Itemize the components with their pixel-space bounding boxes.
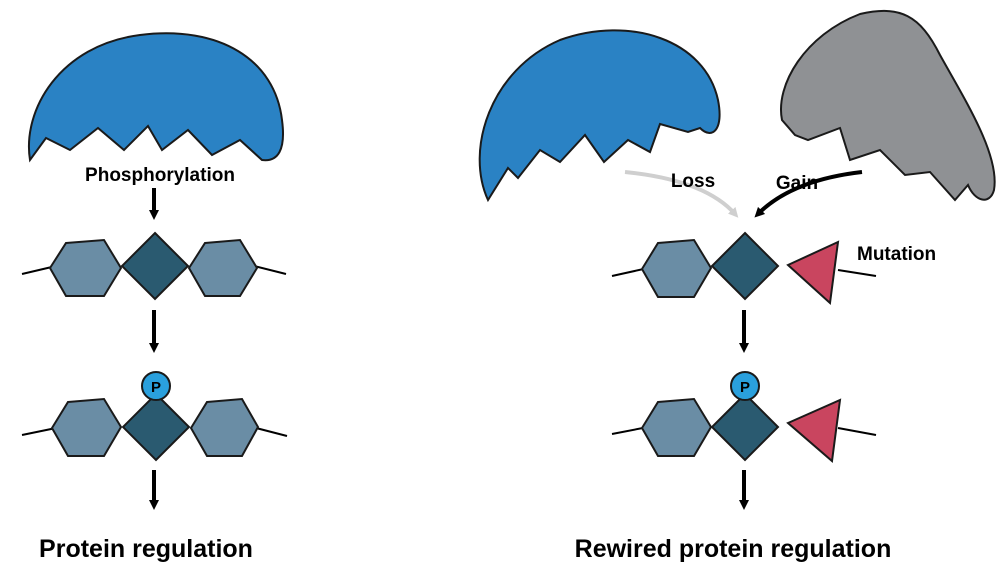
gain-arrow	[754, 170, 863, 218]
phospho-site-diamond	[710, 392, 780, 462]
kinase-blue-left	[28, 32, 284, 163]
outcome-label-left: Protein regulation	[39, 535, 253, 563]
loss-label: Loss	[671, 171, 715, 192]
mutation-triangle	[786, 240, 840, 306]
backbone-line	[255, 427, 288, 437]
residue-hexagon	[48, 238, 123, 297]
loss-arrow	[624, 170, 739, 218]
phospho-site-diamond	[120, 231, 190, 301]
phosphate-label: P	[151, 379, 161, 396]
phosphorylation-label: Phosphorylation	[85, 165, 235, 186]
backbone-line	[837, 427, 877, 436]
outcome-label-right: Rewired protein regulation	[575, 535, 892, 563]
protein-chain-mutated	[611, 231, 877, 306]
phosphate-label: P	[740, 379, 750, 396]
right-panel: Loss Gain Mutation P Rewired protein reg…	[478, 10, 996, 563]
backbone-line	[253, 265, 287, 275]
residue-hexagon	[50, 397, 123, 457]
mutation-label: Mutation	[857, 244, 936, 265]
backbone-line	[837, 269, 877, 277]
gain-label: Gain	[776, 173, 818, 194]
phospho-site-diamond	[710, 231, 780, 301]
phosphate-circle	[730, 371, 760, 401]
phospho-site-diamond	[121, 392, 191, 462]
residue-hexagon	[189, 397, 260, 457]
phosphate-circle	[141, 371, 171, 401]
kinase-gray	[780, 10, 996, 202]
protein-chain-phosphorylated: P	[21, 371, 288, 462]
protein-chain-unphosphorylated	[21, 231, 287, 301]
residue-hexagon	[640, 238, 713, 298]
backbone-line	[21, 427, 57, 436]
left-panel: Phosphorylation P Protein regulation	[21, 32, 288, 563]
mutation-triangle	[786, 398, 842, 463]
kinase-blue-right	[478, 29, 721, 203]
residue-hexagon	[187, 238, 259, 297]
residue-hexagon	[640, 397, 713, 457]
protein-chain-mutated-phosphorylated: P	[611, 371, 877, 463]
